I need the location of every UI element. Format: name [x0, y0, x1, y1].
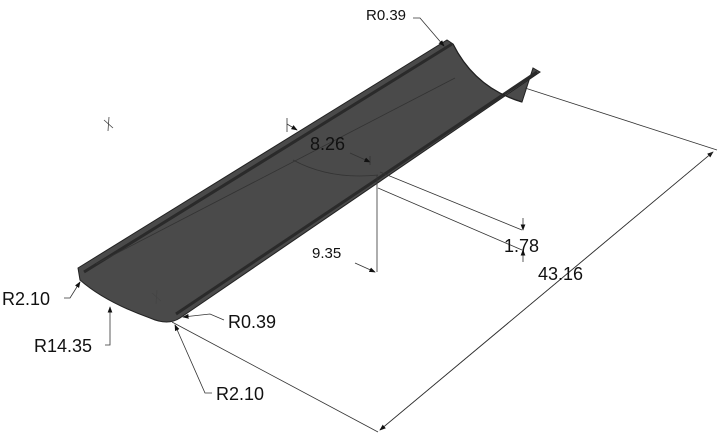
dim-label-length: 43.16 [538, 264, 583, 284]
trough-part [77, 39, 541, 323]
dim-label-width: 8.26 [310, 134, 345, 154]
dim-label-radius-left: R2.10 [2, 289, 50, 309]
dimension-lines [64, 17, 718, 433]
center-mark [103, 116, 162, 305]
dim-label-radius-bottom: R2.10 [216, 384, 264, 404]
dim-label-depth: 9.35 [312, 245, 341, 262]
dim-label-radius-top: R0.39 [366, 7, 406, 24]
dim-label-lip: 1.78 [504, 236, 539, 256]
dim-label-radius-front: R0.39 [228, 312, 276, 332]
dim-label-radius-large: R14.35 [34, 336, 92, 356]
